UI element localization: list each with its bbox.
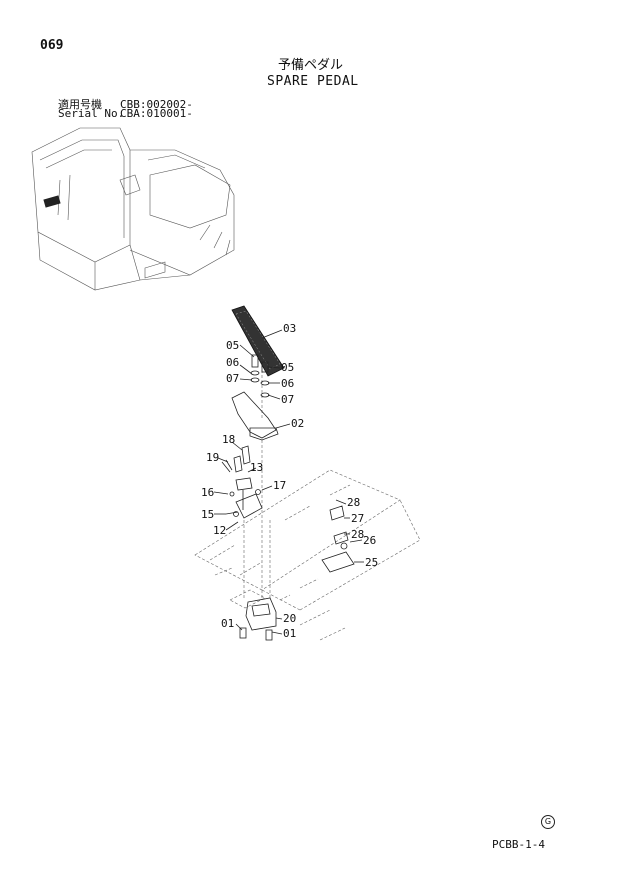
serial-value: CBA:010001- bbox=[120, 107, 193, 120]
support-rods bbox=[243, 520, 271, 600]
label-06a: 06 bbox=[226, 356, 239, 369]
label-26: 26 bbox=[363, 534, 376, 547]
page-code: PCBB-1-4 bbox=[492, 838, 545, 851]
mounting-block bbox=[245, 597, 277, 631]
label-20: 20 bbox=[283, 612, 296, 625]
leader-lines bbox=[213, 329, 364, 635]
label-18: 18 bbox=[222, 433, 235, 446]
label-05a: 05 bbox=[226, 339, 239, 352]
label-05b: 05 bbox=[281, 361, 294, 374]
title-english: SPARE PEDAL bbox=[267, 74, 359, 89]
label-15: 15 bbox=[201, 508, 214, 521]
pedal-arm bbox=[231, 391, 279, 441]
serial-label: Serial No. bbox=[58, 107, 125, 120]
label-19: 19 bbox=[206, 451, 219, 464]
serial-row-1: 適用号機 CBB:002002- bbox=[58, 96, 193, 112]
label-01b: 01 bbox=[283, 627, 296, 640]
label-01a: 01 bbox=[221, 617, 234, 630]
bolts-01 bbox=[239, 627, 273, 641]
serial-label: 適用号機 bbox=[58, 98, 102, 111]
revision-mark: G bbox=[541, 815, 555, 829]
washers bbox=[250, 370, 270, 398]
label-27: 27 bbox=[351, 512, 364, 525]
serial-row-2: Serial No.CBA:010001- bbox=[58, 107, 193, 120]
label-28b: 28 bbox=[351, 528, 364, 541]
serial-value: CBB:002002- bbox=[120, 98, 193, 111]
label-16: 16 bbox=[201, 486, 214, 499]
floor-plate bbox=[194, 469, 421, 641]
page-number: 069 bbox=[40, 38, 64, 53]
label-25: 25 bbox=[365, 556, 378, 569]
label-07b: 07 bbox=[281, 393, 294, 406]
switch-assembly bbox=[221, 445, 253, 510]
title-japanese: 予備ペダル bbox=[278, 58, 344, 73]
pedal-pad bbox=[231, 305, 285, 377]
label-13: 13 bbox=[250, 461, 263, 474]
bracket bbox=[225, 489, 263, 519]
label-06b: 06 bbox=[281, 377, 294, 390]
label-07a: 07 bbox=[226, 372, 239, 385]
label-03: 03 bbox=[283, 322, 296, 335]
label-28a: 28 bbox=[347, 496, 360, 509]
label-02: 02 bbox=[291, 417, 304, 430]
pedal-location-marker bbox=[43, 195, 61, 208]
stopper-bracket bbox=[321, 505, 355, 573]
label-12: 12 bbox=[213, 524, 226, 537]
label-17: 17 bbox=[273, 479, 286, 492]
part-labels: 03 05 05 06 06 07 07 02 18 19 13 17 16 1… bbox=[201, 322, 378, 640]
